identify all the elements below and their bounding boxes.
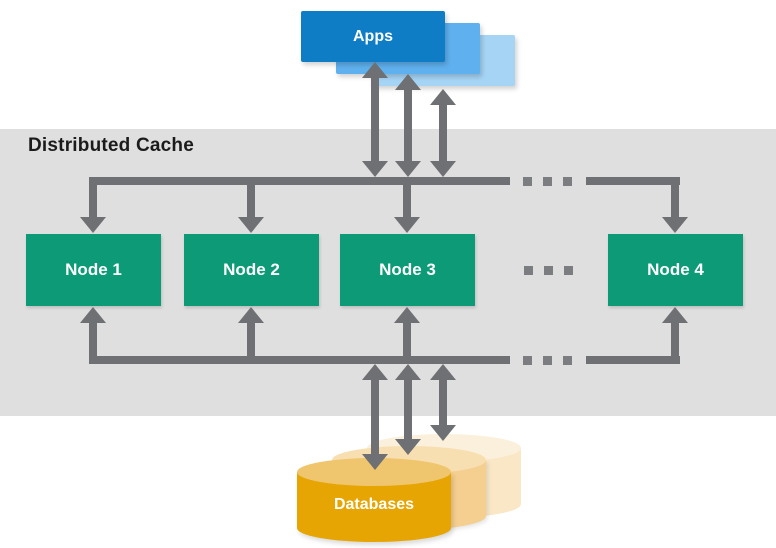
bottom-bus-ellipsis-dot: [563, 356, 572, 365]
arrow-down-icon: [80, 217, 106, 233]
arrow-shaft: [403, 177, 411, 217]
arrow-shaft: [403, 323, 411, 364]
arrow-shaft: [439, 380, 447, 425]
node-label: Node 3: [379, 260, 436, 279]
cache-db-arrow-2: [395, 364, 421, 455]
apps-label: Apps: [353, 27, 393, 45]
top-bus-line-right: [586, 177, 680, 185]
nodes-ellipsis-dot: [564, 266, 573, 275]
arrow-shaft: [89, 323, 97, 364]
arrow-down-icon: [395, 161, 421, 177]
arrow-shaft: [371, 380, 379, 454]
bus-to-node3-arrow: [394, 177, 420, 233]
arrow-up-icon: [394, 307, 420, 323]
cache-node-3: Node 3: [340, 234, 475, 306]
arrow-up-icon: [395, 364, 421, 380]
cache-band-title: Distributed Cache: [28, 135, 194, 156]
apps-cache-arrow-3: [430, 89, 456, 177]
arrow-shaft: [671, 323, 679, 364]
bottom-bus-line-left: [89, 356, 510, 364]
arrow-up-icon: [80, 307, 106, 323]
arrow-up-icon: [395, 74, 421, 90]
arrow-up-icon: [238, 307, 264, 323]
top-bus-line-left: [89, 177, 510, 185]
node3-to-bus-arrow: [394, 307, 420, 364]
node2-to-bus-arrow: [238, 307, 264, 364]
top-bus-ellipsis-dot: [543, 177, 552, 186]
arrow-down-icon: [395, 439, 421, 455]
cache-node-1: Node 1: [26, 234, 161, 306]
node-label: Node 4: [647, 260, 704, 279]
arrow-shaft: [439, 105, 447, 161]
bottom-bus-ellipsis-dot: [523, 356, 532, 365]
arrow-shaft: [371, 78, 379, 161]
arrow-down-icon: [430, 425, 456, 441]
arrow-down-icon: [362, 454, 388, 470]
node1-to-bus-arrow: [80, 307, 106, 364]
arrow-shaft: [247, 323, 255, 364]
apps-box: Apps: [301, 11, 445, 62]
apps-cache-arrow-2: [395, 74, 421, 177]
bus-to-node1-arrow: [80, 177, 106, 233]
arrow-down-icon: [238, 217, 264, 233]
node-label: Node 1: [65, 260, 122, 279]
arrow-down-icon: [362, 161, 388, 177]
cache-db-arrow-1: [362, 364, 388, 470]
arrow-up-icon: [430, 89, 456, 105]
bus-to-node2-arrow: [238, 177, 264, 233]
bottom-bus-line-right: [586, 356, 680, 364]
cache-node-4: Node 4: [608, 234, 743, 306]
bus-to-node4-arrow: [662, 177, 688, 233]
node4-to-bus-arrow: [662, 307, 688, 364]
arrow-up-icon: [362, 62, 388, 78]
top-bus-ellipsis-dot: [563, 177, 572, 186]
top-bus-ellipsis-dot: [523, 177, 532, 186]
arrow-down-icon: [394, 217, 420, 233]
arrow-shaft: [671, 177, 679, 217]
databases-label: Databases: [333, 496, 415, 513]
arrow-down-icon: [430, 161, 456, 177]
arrow-shaft: [89, 177, 97, 217]
arrow-shaft: [247, 177, 255, 217]
arrow-up-icon: [430, 364, 456, 380]
nodes-ellipsis-dot: [544, 266, 553, 275]
arrow-down-icon: [662, 217, 688, 233]
arrow-shaft: [404, 380, 412, 439]
apps-cache-arrow-1: [362, 62, 388, 177]
bottom-bus-ellipsis-dot: [543, 356, 552, 365]
cache-db-arrow-3: [430, 364, 456, 441]
arrow-shaft: [404, 90, 412, 161]
arrow-up-icon: [662, 307, 688, 323]
cache-node-2: Node 2: [184, 234, 319, 306]
node-label: Node 2: [223, 260, 280, 279]
nodes-ellipsis-dot: [524, 266, 533, 275]
arrow-up-icon: [362, 364, 388, 380]
databases-cylinder: Databases: [297, 458, 451, 542]
